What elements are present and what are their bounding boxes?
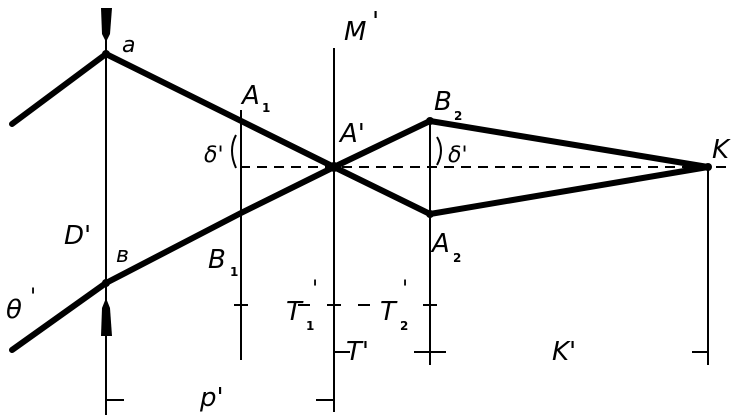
label-K: K xyxy=(712,135,731,165)
label-delta-right: δ' xyxy=(448,143,468,168)
label-B2-sub: 2 xyxy=(454,109,462,123)
bottom-arrow-marker xyxy=(101,298,112,336)
point-b xyxy=(102,279,110,287)
label-M: M xyxy=(344,17,366,47)
point-A-prime xyxy=(329,162,339,172)
label-M-prime: ' xyxy=(372,7,379,37)
label-b: в xyxy=(116,243,129,268)
label-T1-sub: 1 xyxy=(306,319,314,333)
label-T1-prime: ' xyxy=(312,277,318,302)
label-K-prime: K' xyxy=(552,337,576,367)
label-a: a xyxy=(122,33,135,58)
label-p-prime: p' xyxy=(199,383,224,413)
label-T2-prime: ' xyxy=(402,277,408,302)
delta-arc-right xyxy=(436,136,442,166)
label-T-prime: T' xyxy=(346,337,369,367)
label-T2-sub: 2 xyxy=(400,319,408,333)
ray-theta-b-B1-A-A2-K xyxy=(9,164,711,353)
label-A1-sub: 1 xyxy=(262,101,270,115)
label-delta-left: δ' xyxy=(204,143,224,168)
label-T1: T xyxy=(286,297,304,327)
label-theta-prime: ' xyxy=(30,285,36,310)
label-A2-sub: 2 xyxy=(453,251,461,265)
label-A1: A xyxy=(240,81,260,111)
label-A2: A xyxy=(430,229,450,259)
label-theta: θ xyxy=(6,295,22,325)
ray-a-A1-A-B2-K xyxy=(9,51,711,170)
point-a xyxy=(102,50,110,58)
label-B2: B xyxy=(434,87,452,117)
label-T2: T xyxy=(380,297,398,327)
label-D-prime: D' xyxy=(64,221,91,251)
label-A-prime: A' xyxy=(338,119,365,149)
point-K xyxy=(704,163,712,171)
label-B1-sub: 1 xyxy=(230,265,238,279)
point-A2 xyxy=(426,210,434,218)
delta-arc-left xyxy=(231,134,237,169)
top-arrow-marker xyxy=(101,8,112,42)
point-B2 xyxy=(426,117,434,125)
label-B1: B xyxy=(208,245,226,275)
